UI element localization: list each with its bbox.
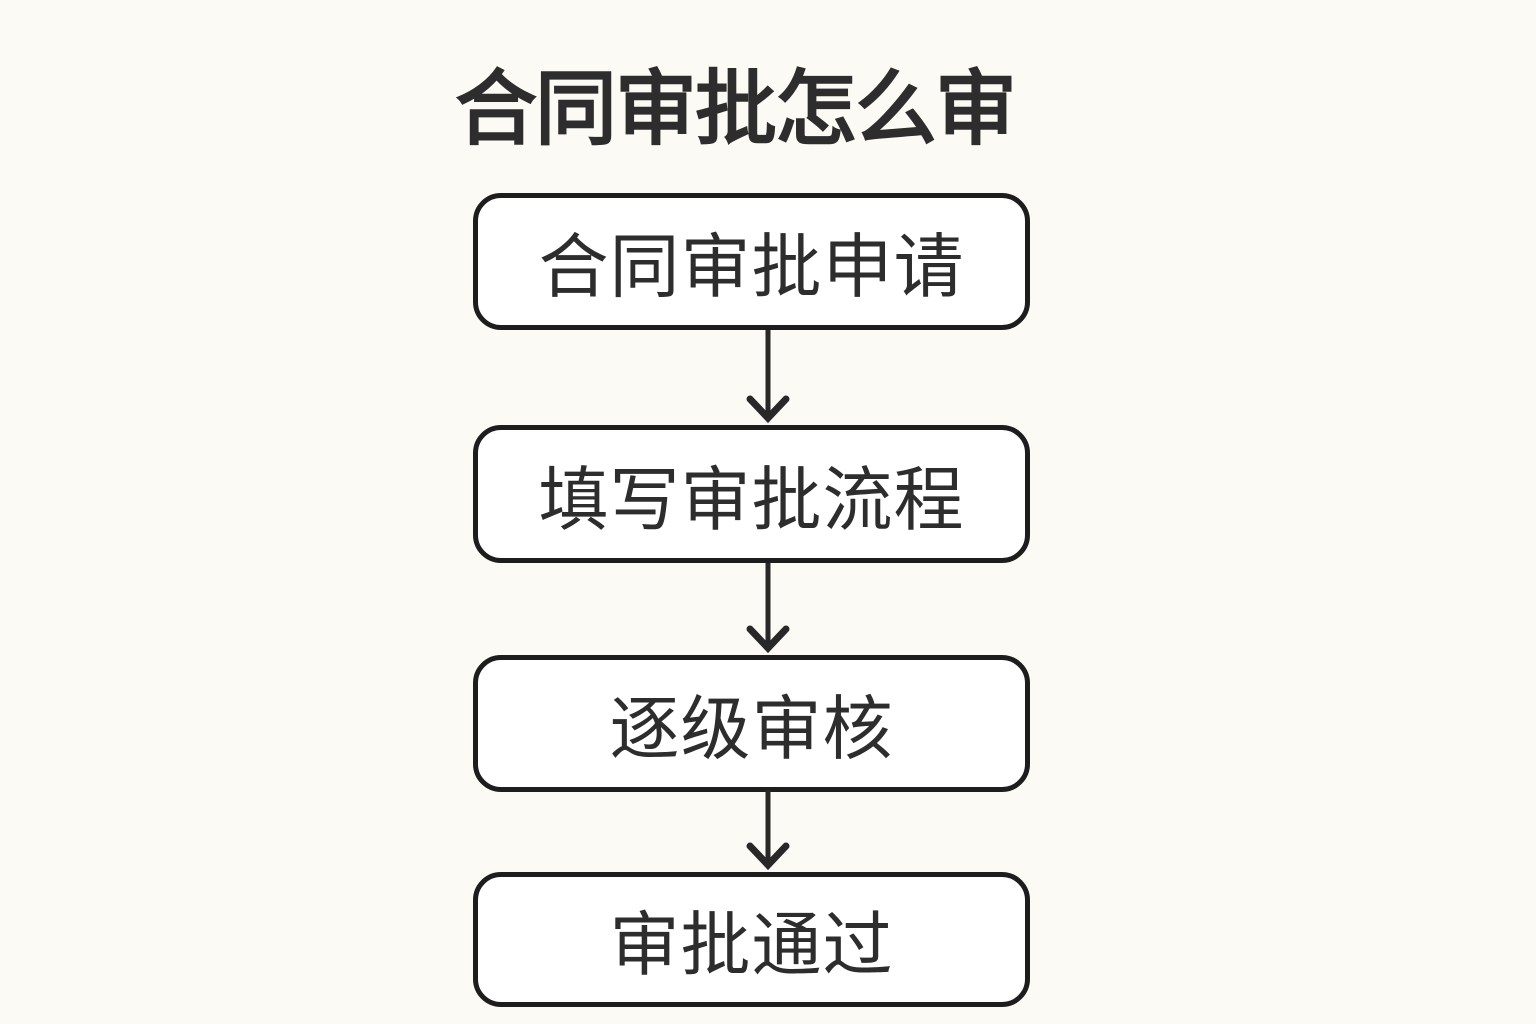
step-box-approval-passed: 审批通过	[473, 872, 1030, 1007]
step-box-level-by-level-review: 逐级审核	[473, 655, 1030, 792]
step-label-contract-approval-request: 合同审批申请	[538, 228, 965, 306]
step-box-contract-approval-request: 合同审批申请	[473, 193, 1030, 330]
down-arrow-icon	[746, 330, 790, 424]
step-label-fill-approval-process: 填写审批流程	[538, 460, 965, 539]
down-arrow-icon	[746, 790, 790, 871]
down-arrow-icon	[746, 563, 790, 654]
step-box-fill-approval-process: 填写审批流程	[473, 425, 1030, 563]
diagram-title: 合同审批怎么审	[454, 64, 1017, 155]
step-label-approval-passed: 审批通过	[609, 906, 894, 984]
step-label-level-by-level-review: 逐级审核	[609, 690, 894, 768]
